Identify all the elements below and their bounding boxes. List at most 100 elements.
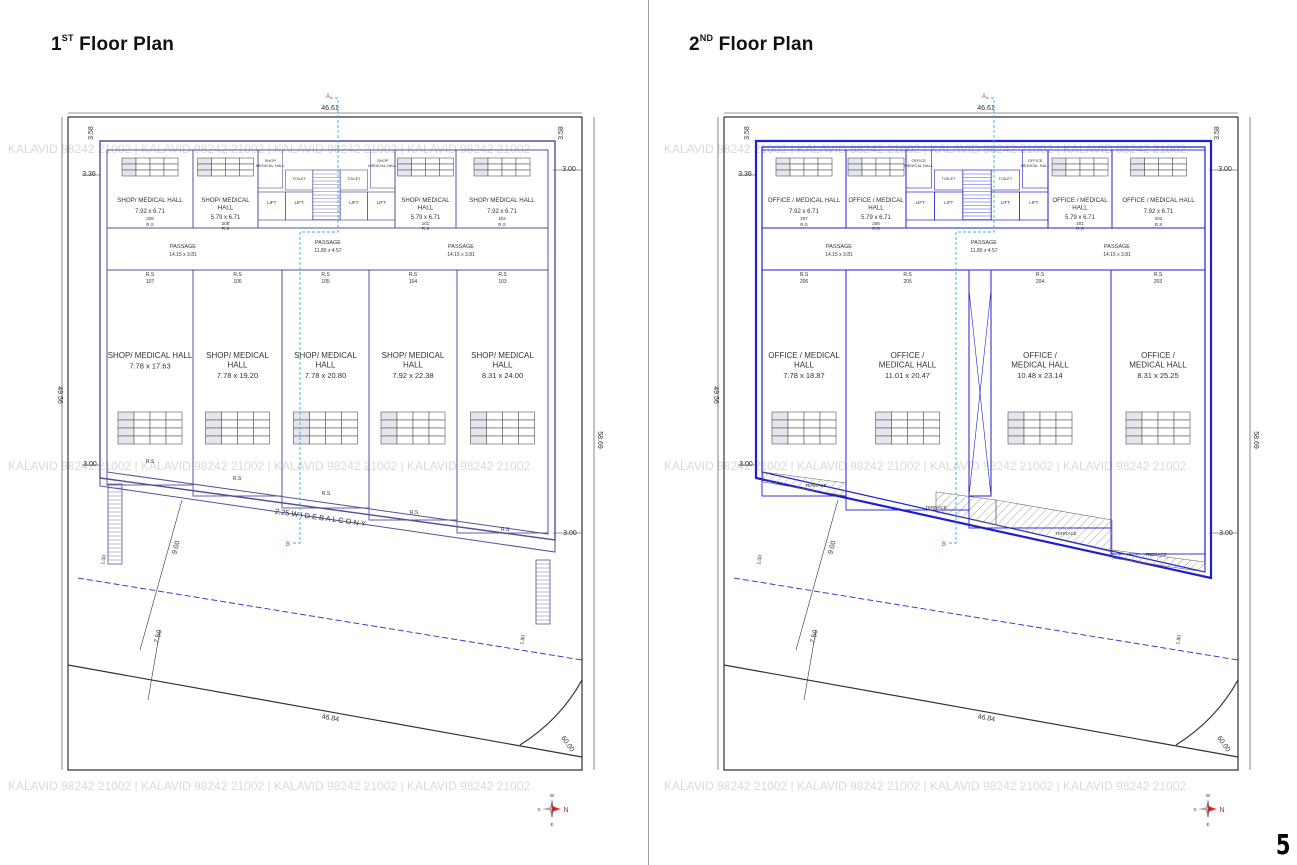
table-cell [1065,169,1081,177]
unit-number: 208 [146,216,154,221]
toilet-label: TOILET [292,176,306,181]
section-line [948,97,995,544]
table-cell [412,435,430,445]
unit-number: 203 [1154,279,1163,285]
table-cell [253,427,270,437]
balcony-strip [99,477,556,553]
table-cell [237,419,254,429]
table-cell [1039,411,1057,421]
table-cell [1007,411,1025,421]
table-cell [1130,163,1145,171]
table-cell [487,163,503,171]
table-cell [237,411,254,421]
unit-rs: R.S [501,527,510,533]
unit-rs: R.S [800,222,808,227]
unit-name: SHOP/ MEDICAL HALL [108,351,193,360]
unit-number: 104 [409,279,418,285]
table-cell [1051,157,1067,165]
dimension-setback-b: 7.50 [153,629,163,644]
table-cell [396,435,414,445]
table-cell [1172,169,1187,177]
table-cell [117,411,135,421]
unit-size: 7.78 x 17.63 [129,362,170,371]
table-cell [1055,435,1073,445]
area-table [847,157,905,177]
compass-label: E [1206,822,1209,827]
table-cell [847,157,863,165]
core-unit [257,149,283,189]
table-cell [787,435,805,445]
table-cell [470,411,487,421]
area-table [293,411,358,445]
watermark: KALAVID 98242 21002 | KALAVID 98242 2100… [664,142,1187,156]
dimension-right: 58.69 [596,431,603,449]
table-cell [875,411,892,421]
table-cell [1125,427,1143,437]
table-cell [197,163,212,171]
unit-number: 204 [1036,279,1045,285]
table-cell [380,435,398,445]
table-cell [1055,427,1073,437]
dimension-offset-left: 3.36 [738,171,752,178]
table-cell [117,419,135,429]
page-number: 5 [1275,828,1290,861]
table-cell [1125,435,1143,445]
core-unit [1022,149,1049,189]
unit-number: 202 [1155,216,1163,221]
table-cell [803,419,821,429]
lift-label: LIFT [1029,200,1039,205]
unit-rs: R.S [410,510,419,516]
lift-label: LIFT [944,200,954,205]
unit-rs: R.S [872,226,880,231]
unit-name: OFFICE /MEDICAL HALL [1011,351,1069,370]
unit-size: 11.01 x 20.47 [885,371,930,380]
table-cell [439,163,454,171]
area-table [380,411,446,445]
table-cell [1055,411,1073,421]
table-cell [486,435,503,445]
unit-rs: R.S [422,226,430,231]
table-cell [889,163,905,171]
lift-label: LIFT [916,200,926,205]
unit-size: 8.31 x 25.25 [1137,371,1178,380]
toilet-label: TOILET [942,176,956,181]
table-cell [1157,427,1175,437]
unit-rs: R.S [1155,222,1163,227]
table-cell [239,169,254,177]
table-cell [253,419,270,429]
dimension-offset-left: 3.36 [82,171,96,178]
table-cell [165,427,183,437]
table-cell [197,157,212,165]
table-cell [819,419,837,429]
table-cell [133,411,151,421]
table-cell [1065,157,1081,165]
table-cell [411,157,426,165]
table-cell [221,411,238,421]
table-cell [1158,169,1173,177]
table-cell [397,163,412,171]
table-cell [1130,169,1145,177]
table-cell [428,427,446,437]
unit-number: 208 [222,221,230,226]
unit-size: 7.78 x 18.87 [783,371,824,380]
table-cell [412,419,430,429]
unit-name: SHOP/ MEDICAL HALL [469,197,535,204]
lift-shaft [1019,191,1049,221]
table-cell [396,419,414,429]
unit-size: 7.78 x 20.80 [305,371,346,380]
unit-size: 8.31 x 24.00 [482,371,523,380]
area-table [473,157,531,177]
table-cell [771,419,789,429]
toilet [339,169,368,191]
table-cell [149,435,167,445]
section-marker-b: B [286,542,290,548]
area-table [117,411,183,445]
table-cell [1079,157,1095,165]
table-cell [425,157,440,165]
lift-label: LIFT [267,200,277,205]
